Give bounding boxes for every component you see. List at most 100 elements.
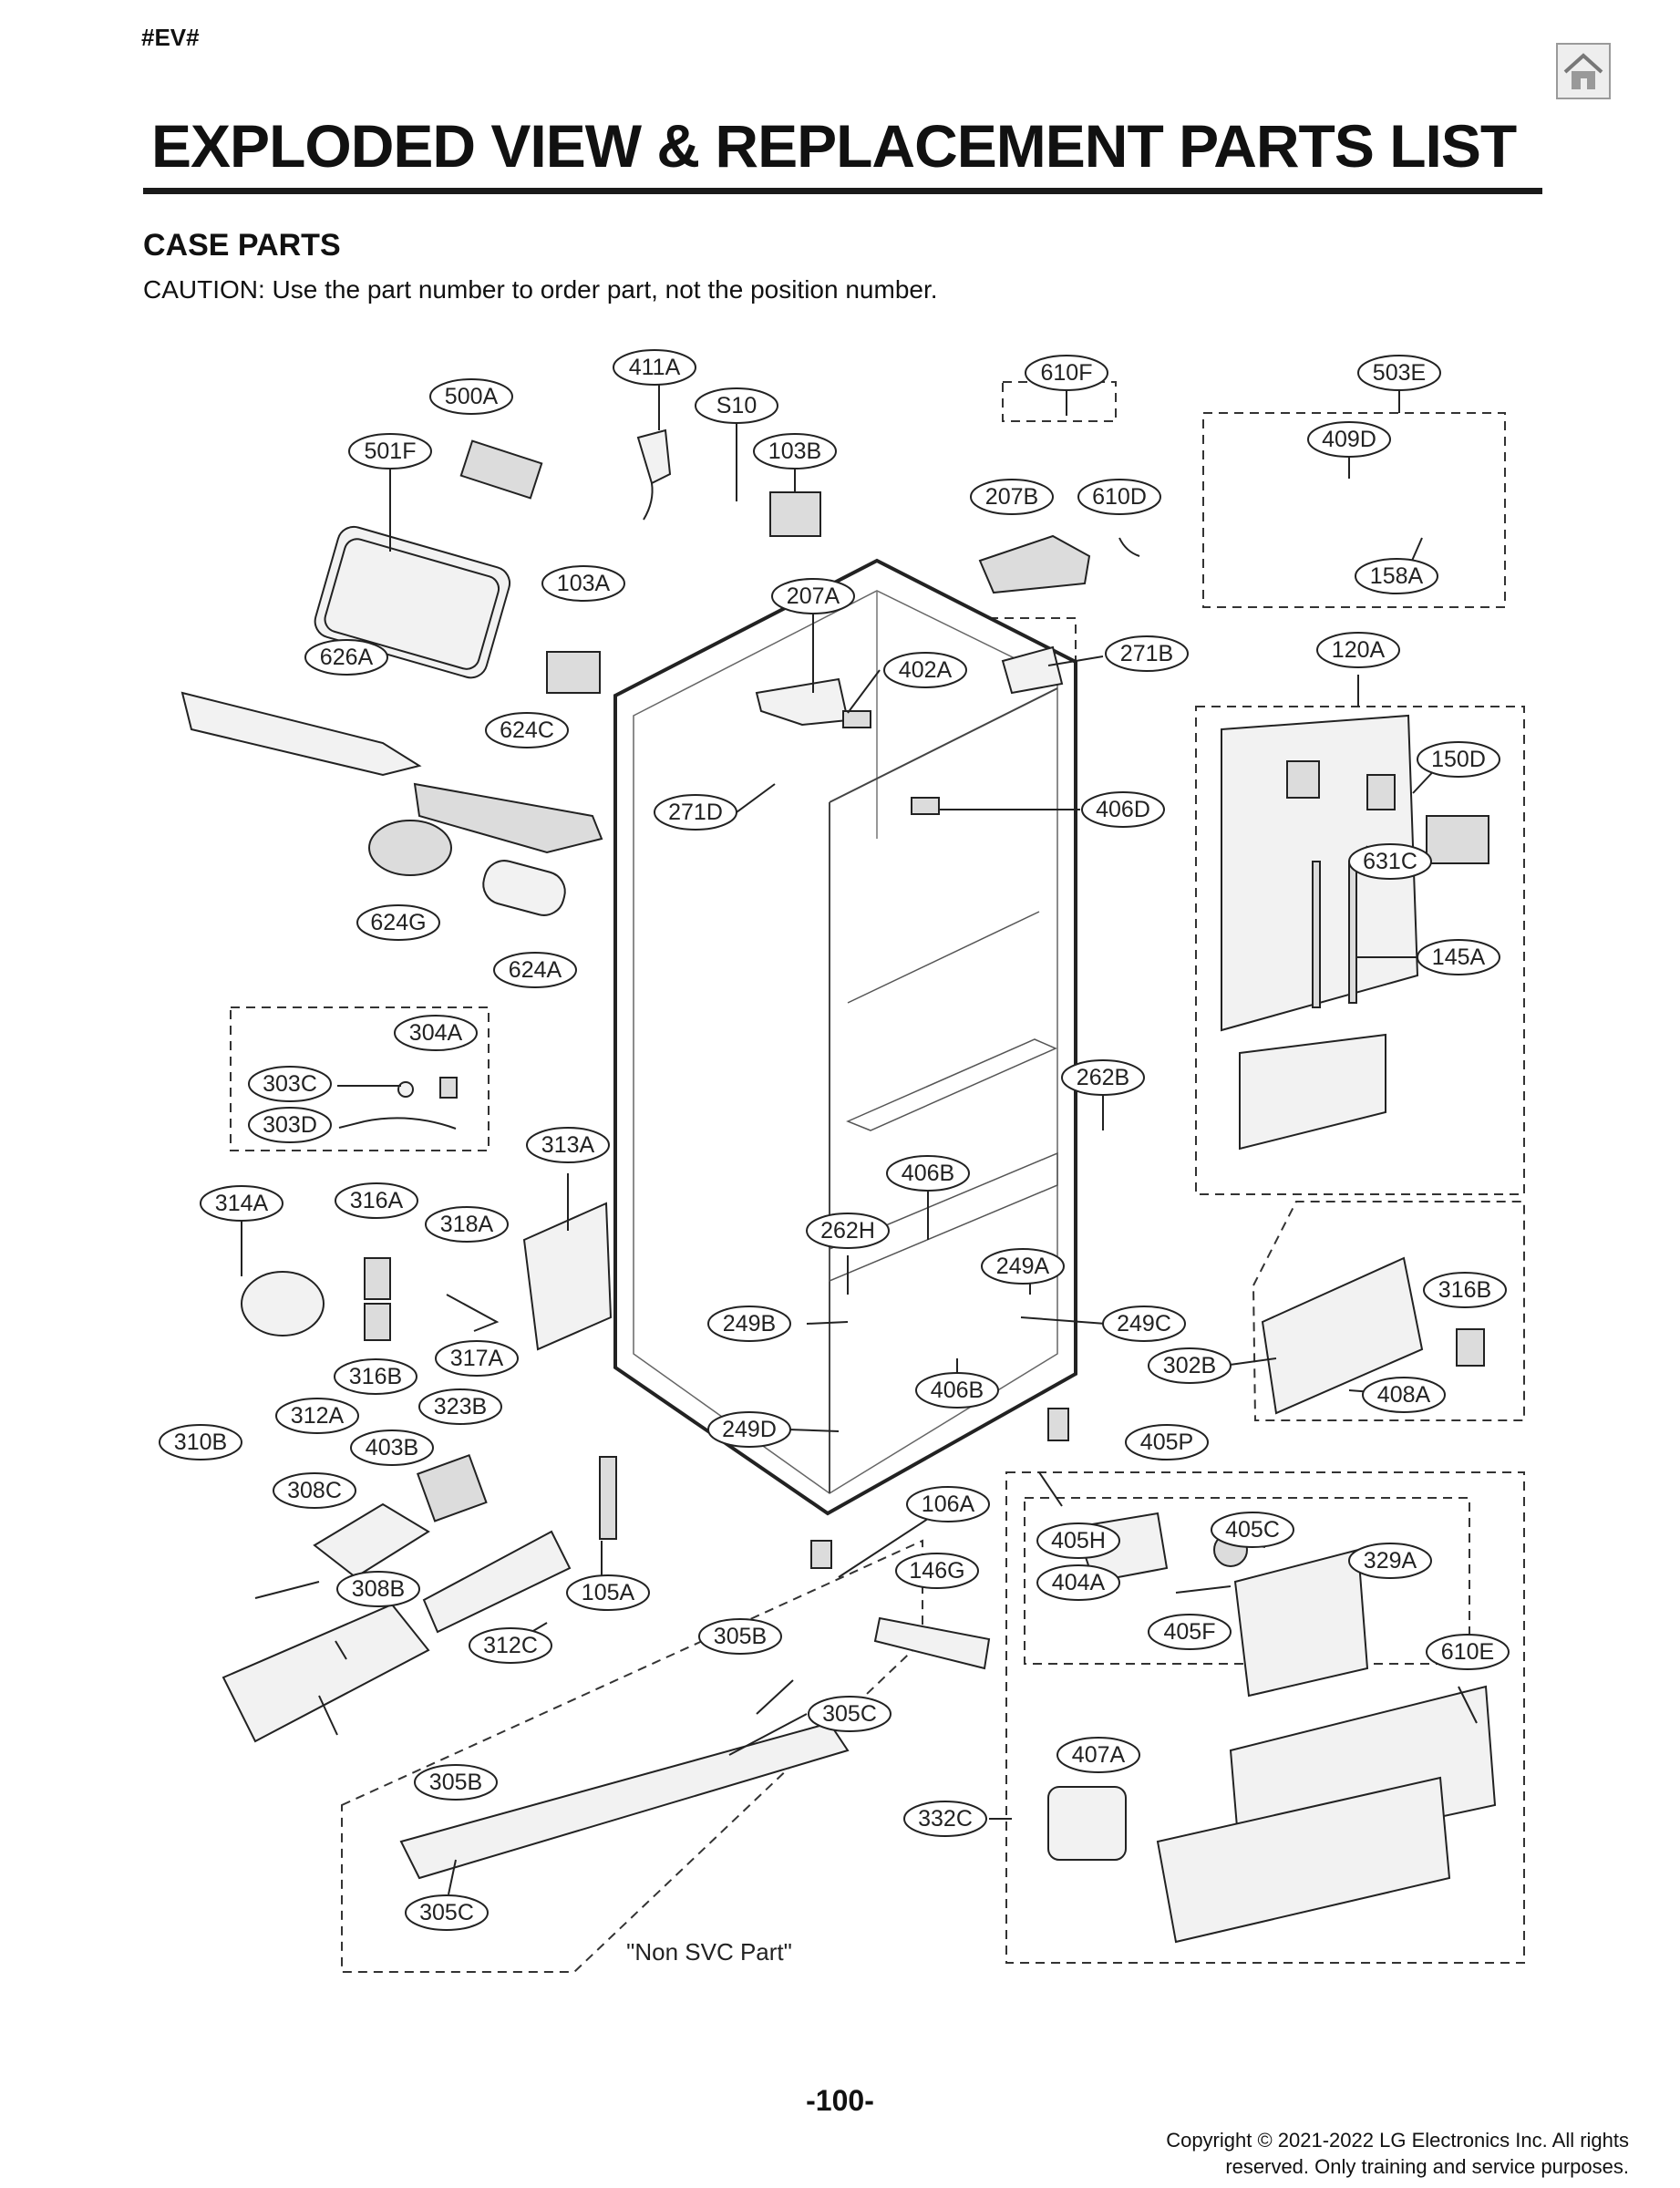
callout-text: 624A bbox=[509, 957, 562, 983]
callout-text: 402A bbox=[899, 657, 953, 683]
title-rule bbox=[143, 188, 1542, 194]
callout-302B: 302B bbox=[1148, 1347, 1232, 1384]
leader-lines bbox=[241, 367, 1441, 1895]
callout-500A: 500A bbox=[429, 378, 513, 415]
callout-text: 405P bbox=[1140, 1429, 1193, 1455]
callout-text: 501F bbox=[365, 439, 417, 464]
callout-text: 308C bbox=[287, 1478, 342, 1503]
callout-text: 120A bbox=[1332, 637, 1386, 663]
callout-text: 249D bbox=[722, 1417, 777, 1442]
callout-249C: 249C bbox=[1102, 1306, 1186, 1342]
callout-317A: 317A bbox=[435, 1340, 519, 1377]
callout-text: 145A bbox=[1432, 944, 1486, 970]
callout-text: 405F bbox=[1164, 1619, 1216, 1645]
callout-text: 305B bbox=[714, 1624, 767, 1649]
callout-402A: 402A bbox=[883, 652, 967, 688]
callout-text: 207A bbox=[787, 583, 840, 609]
callout-text: 405C bbox=[1225, 1517, 1280, 1543]
callout-308C: 308C bbox=[273, 1472, 356, 1509]
part-drawings bbox=[180, 428, 1497, 1944]
callout-text: 146G bbox=[909, 1558, 964, 1584]
callout-text: 106A bbox=[922, 1491, 975, 1517]
callout-text: 271B bbox=[1120, 641, 1173, 666]
callout-text: 249A bbox=[996, 1254, 1050, 1279]
callout-text: 323B bbox=[434, 1394, 487, 1419]
callout-S10: S10 bbox=[695, 387, 778, 424]
callout-106A: 106A bbox=[906, 1486, 990, 1522]
callout-305B: 305B bbox=[698, 1618, 782, 1655]
callout-text: 150D bbox=[1431, 747, 1486, 772]
copyright-line-2: reserved. Only training and service purp… bbox=[1225, 2155, 1629, 2178]
callout-text: 406B bbox=[902, 1161, 954, 1186]
non-svc-note: "Non SVC Part" bbox=[626, 1938, 792, 1966]
callout-626A: 626A bbox=[304, 639, 388, 676]
callout-text: 262H bbox=[820, 1218, 875, 1244]
callout-text: 249B bbox=[723, 1311, 776, 1337]
callout-403B: 403B bbox=[350, 1429, 434, 1466]
document-tag: #EV# bbox=[141, 24, 200, 51]
callout-text: 312C bbox=[483, 1633, 538, 1658]
callout-304A: 304A bbox=[394, 1015, 478, 1051]
callout-text: 310B bbox=[174, 1429, 227, 1455]
callout-249B: 249B bbox=[707, 1306, 791, 1342]
callout-305C: 305C bbox=[808, 1696, 892, 1732]
section-heading: CASE PARTS bbox=[143, 228, 341, 263]
callout-text: 302B bbox=[1163, 1353, 1216, 1378]
callout-text: 610E bbox=[1441, 1639, 1494, 1665]
page-title: EXPLODED VIEW & REPLACEMENT PARTS LIST bbox=[151, 112, 1517, 180]
callout-314A: 314A bbox=[200, 1185, 283, 1222]
callout-405P: 405P bbox=[1125, 1424, 1209, 1460]
callout-text: 303D bbox=[263, 1112, 317, 1138]
callout-249D: 249D bbox=[707, 1411, 791, 1448]
callout-103B: 103B bbox=[753, 433, 837, 470]
callout-303C: 303C bbox=[248, 1066, 332, 1102]
callout-text: 249C bbox=[1117, 1311, 1171, 1337]
callout-text: 305B bbox=[429, 1770, 482, 1795]
callout-text: 624C bbox=[500, 717, 554, 743]
callout-631C: 631C bbox=[1348, 843, 1432, 880]
callout-624A: 624A bbox=[493, 952, 577, 988]
callout-503E: 503E bbox=[1357, 355, 1441, 391]
callout-text: 103A bbox=[557, 571, 611, 596]
callout-text: 158A bbox=[1370, 563, 1424, 589]
callout-text: S10 bbox=[716, 393, 757, 418]
callout-408A: 408A bbox=[1362, 1377, 1446, 1413]
callout-610F: 610F bbox=[1025, 355, 1108, 391]
callout-312A: 312A bbox=[275, 1398, 359, 1434]
callout-105A: 105A bbox=[566, 1574, 650, 1611]
callout-610D: 610D bbox=[1077, 479, 1161, 515]
callout-158A: 158A bbox=[1355, 558, 1438, 594]
callout-text: 624G bbox=[370, 910, 426, 935]
callout-262H: 262H bbox=[806, 1213, 890, 1249]
callout-text: 503E bbox=[1373, 360, 1426, 386]
callout-405H: 405H bbox=[1036, 1522, 1120, 1559]
callout-406B: 406B bbox=[886, 1155, 970, 1192]
callout-249A: 249A bbox=[981, 1248, 1065, 1285]
callout-text: 407A bbox=[1072, 1742, 1126, 1768]
home-button[interactable] bbox=[1556, 43, 1611, 99]
callout-624G: 624G bbox=[356, 904, 440, 941]
callout-text: 314A bbox=[215, 1191, 269, 1216]
callout-text: 308B bbox=[352, 1576, 405, 1602]
callout-207A: 207A bbox=[771, 578, 855, 614]
callout-271B: 271B bbox=[1105, 635, 1189, 672]
callout-text: 610D bbox=[1092, 484, 1147, 510]
callout-313A: 313A bbox=[526, 1127, 610, 1163]
callout-411A: 411A bbox=[613, 349, 696, 386]
callout-303D: 303D bbox=[248, 1107, 332, 1143]
callout-text: 316B bbox=[349, 1364, 402, 1389]
callout-text: 318A bbox=[440, 1212, 494, 1237]
callout-text: 207B bbox=[985, 484, 1038, 510]
callout-text: 610F bbox=[1041, 360, 1093, 386]
exploded-view-diagram: 411A 500A S10 103B 501F 610F 503E 409D 2… bbox=[159, 349, 1525, 1973]
callout-text: 631C bbox=[1363, 849, 1417, 874]
callout-103A: 103A bbox=[541, 565, 625, 602]
callout-308B: 308B bbox=[336, 1571, 420, 1607]
callout-text: 312A bbox=[291, 1403, 345, 1429]
callout-text: 305C bbox=[822, 1701, 877, 1727]
callout-text: 329A bbox=[1364, 1548, 1417, 1574]
callout-145A: 145A bbox=[1417, 939, 1500, 975]
callout-text: 271D bbox=[668, 800, 723, 825]
callout-text: 626A bbox=[320, 645, 374, 670]
callout-text: 303C bbox=[263, 1071, 317, 1097]
